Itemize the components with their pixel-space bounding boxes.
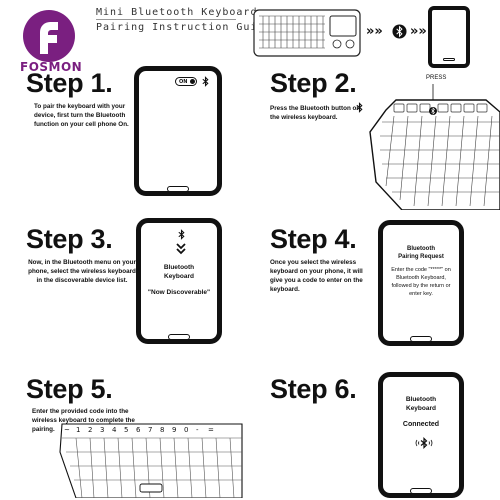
step-5-text: Enter the provided code into the wireles… — [32, 408, 135, 434]
header-arrow-right: »» — [410, 24, 427, 39]
toggle-label: ON — [179, 79, 188, 85]
step-5-heading: Step 5. — [26, 374, 113, 404]
guide-title-line2: Pairing Instruction Guide — [96, 22, 272, 33]
step-3-screen-status: "Now Discoverable" — [147, 289, 211, 296]
step-3-phone: Bluetooth Keyboard "Now Discoverable" — [136, 218, 222, 344]
header-bluetooth-icon — [392, 24, 407, 39]
key: 3 — [100, 426, 105, 434]
home-button — [410, 336, 432, 342]
key: 4 — [112, 426, 117, 434]
step-4-text: Once you select the wireless keyboard on… — [270, 259, 363, 294]
home-button — [443, 58, 455, 61]
home-button — [410, 488, 432, 494]
key: - — [196, 426, 199, 434]
step-6-heading: Step 6. — [270, 374, 357, 404]
step-3-text: Now, in the Bluetooth menu on your phone… — [28, 259, 136, 285]
step-4-screen-body: Enter the code "*****" on Bluetooth Keyb… — [391, 267, 451, 297]
step-4-screen-title: Bluetooth Pairing Request — [398, 246, 444, 261]
key: 9 — [172, 426, 177, 434]
step-5-keyboard-illustration — [59, 423, 243, 498]
step-6-screen-title: Bluetooth Keyboard — [405, 396, 437, 413]
header-phone-illustration — [428, 6, 470, 68]
press-callout: PRESS — [426, 75, 447, 81]
toggle-knob — [190, 79, 195, 84]
header-keyboard-illustration — [253, 9, 361, 57]
key: 1 — [76, 426, 81, 434]
key: = — [208, 426, 214, 434]
home-button — [168, 334, 190, 340]
bluetooth-icon — [356, 102, 363, 113]
step-3-screen-title: Bluetooth Keyboard — [163, 264, 195, 281]
bluetooth-connected-icon — [415, 437, 433, 449]
step-6-screen-status: Connected — [402, 421, 440, 428]
step-1-phone: ON — [134, 66, 222, 196]
step-2-text: Press the Bluetooth button on the wirele… — [270, 105, 361, 122]
key: 2 — [88, 426, 93, 434]
step-6-phone: Bluetooth Keyboard Connected — [378, 372, 464, 498]
chevron-down-icon — [176, 243, 186, 255]
guide-title-line1: Mini Bluetooth Keyboard — [96, 7, 258, 18]
step-1-text: To pair the keyboard with your device, f… — [34, 103, 129, 129]
title-divider — [96, 19, 236, 20]
brand-name: FOSMON — [20, 60, 83, 74]
key: 6 — [136, 426, 141, 434]
key: 7 — [148, 426, 153, 434]
fosmon-logo-icon — [23, 10, 75, 62]
key: 0 — [184, 426, 189, 434]
step-1-heading: Step 1. — [26, 68, 113, 98]
step-3-heading: Step 3. — [26, 224, 113, 254]
key: ~ — [64, 426, 70, 434]
step-5-key-row: ~ 1 2 3 4 5 6 7 8 9 0 - = — [64, 426, 236, 440]
header-arrow-left: »» — [366, 24, 383, 39]
bluetooth-icon — [202, 76, 209, 87]
key: 8 — [160, 426, 165, 434]
step-2-heading: Step 2. — [270, 68, 357, 98]
step-2-keyboard-illustration — [369, 84, 500, 210]
bluetooth-icon — [178, 229, 185, 240]
key: 5 — [124, 426, 129, 434]
step-4-heading: Step 4. — [270, 224, 357, 254]
home-button — [167, 186, 189, 192]
step-4-phone: Bluetooth Pairing Request Enter the code… — [378, 220, 464, 346]
bluetooth-toggle: ON — [175, 77, 197, 86]
